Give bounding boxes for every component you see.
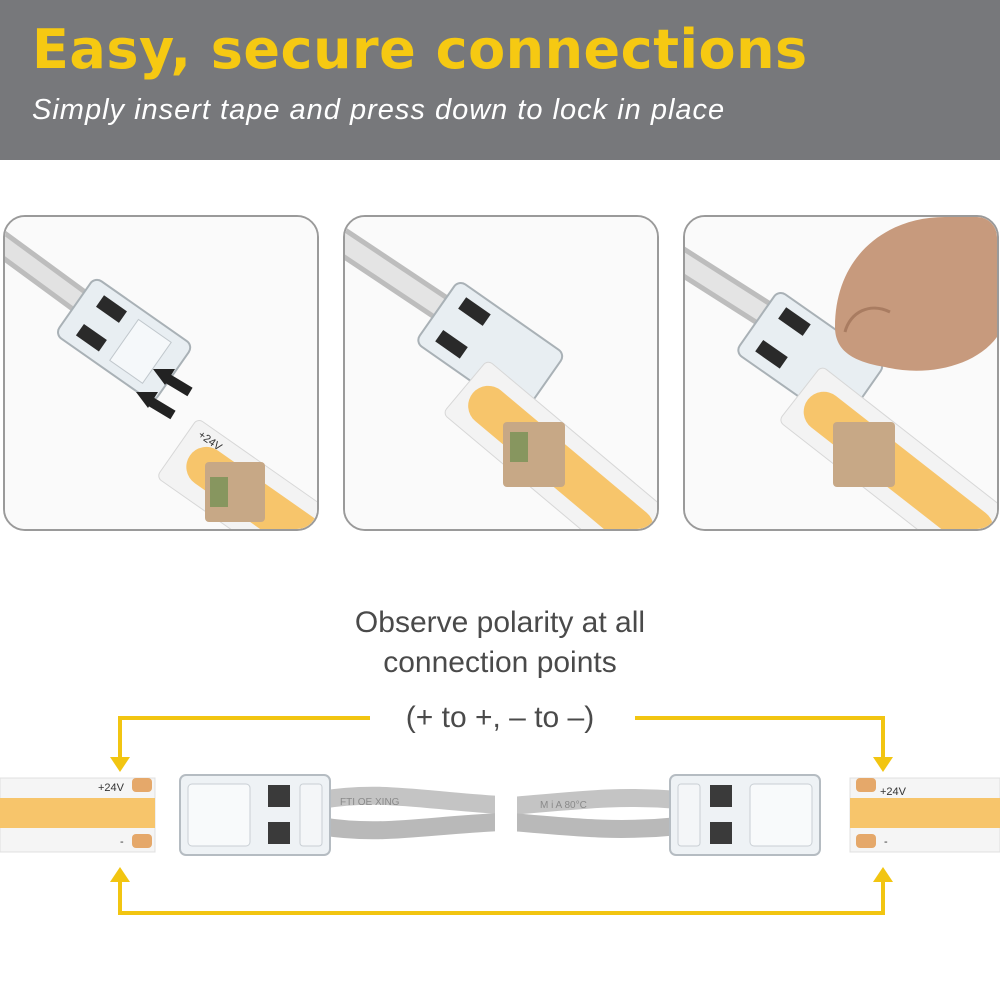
right-led-strip	[850, 798, 1000, 828]
page-subtitle: Simply insert tape and press down to loc…	[32, 94, 726, 126]
polarity-note-line-2: connection points	[383, 646, 617, 679]
left-connector	[179, 774, 331, 856]
right-tape-minus-label: -	[884, 836, 888, 848]
header-banner: Easy, secure connections Simply insert t…	[0, 0, 1000, 160]
cable-break	[495, 790, 517, 840]
polarity-rule: (+ to +, – to –)	[405, 701, 595, 734]
top-left-arrow-line	[118, 716, 370, 760]
cable-left	[318, 786, 510, 814]
connection-diagram: +24V - +24V - FTI OE XING M i A 80°C	[0, 716, 1000, 915]
arrow-down-left-icon	[110, 757, 130, 772]
step-3-press-photo	[683, 215, 999, 531]
right-tape-plus-label: +24V	[880, 786, 907, 798]
top-right-arrow-line	[635, 716, 885, 760]
right-connector	[669, 774, 821, 856]
page-title: Easy, secure connections	[32, 18, 808, 81]
arrow-up-right-icon	[873, 867, 893, 882]
step-1-insert-photo: +24V	[3, 215, 319, 531]
arrow-down-right-icon	[873, 757, 893, 772]
step-2-seated-photo	[343, 215, 659, 531]
left-led-strip	[0, 798, 155, 828]
polarity-note-line-1: Observe polarity at all	[354, 606, 646, 639]
left-tape-plus-label: +24V	[98, 782, 125, 794]
cable-print-right: M i A 80°C	[540, 800, 587, 811]
arrow-up-left-icon	[110, 867, 130, 882]
left-tape-minus-label: -	[120, 836, 124, 848]
cable-right	[511, 788, 681, 815]
cable-print-left: FTI OE XING	[340, 797, 400, 808]
bottom-arrow-line	[118, 880, 885, 915]
